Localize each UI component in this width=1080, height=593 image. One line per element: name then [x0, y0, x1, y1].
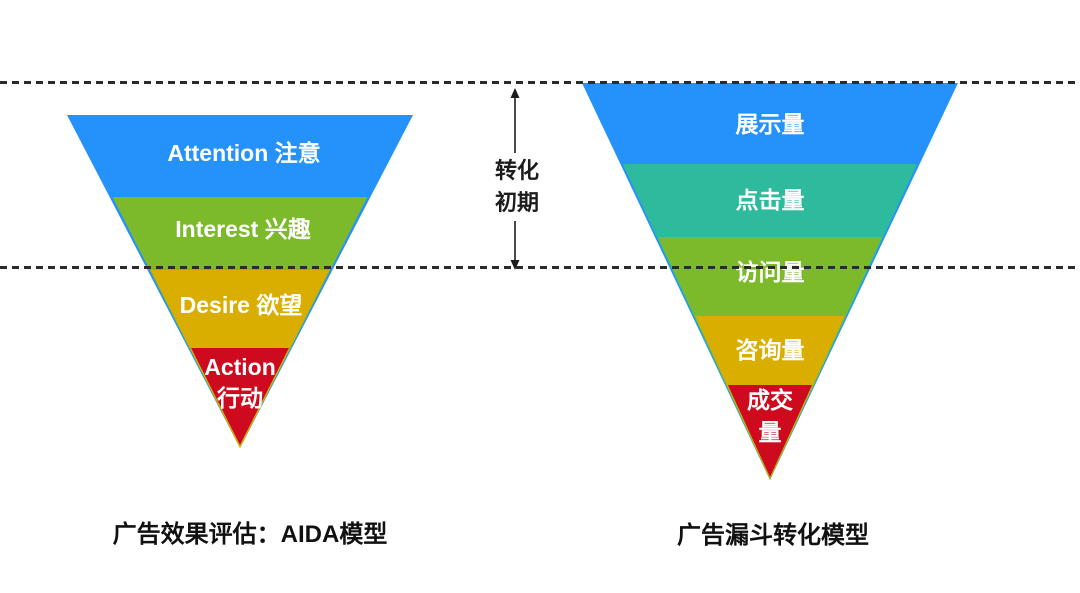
funnel-label-clicks: 点击量	[736, 187, 805, 213]
funnel-label-desire: Desire 欲望	[180, 292, 303, 318]
funnel-label-action: Action	[204, 354, 276, 380]
funnel-label-impressions: 展示量	[736, 111, 805, 137]
funnel-layer-deals	[727, 385, 813, 477]
funnel-label-deals-line2: 量	[759, 419, 782, 445]
funnel-label-attention: Attention 注意	[167, 140, 320, 166]
left-funnel-caption: 广告效果评估：AIDA模型	[112, 521, 388, 548]
funnel-layer-action	[191, 348, 289, 445]
conversion-funnel: 展示量 点击量 访问量 咨询量 成交 量	[582, 83, 958, 480]
funnel-label-interest: Interest 兴趣	[175, 216, 311, 242]
funnel-label-inquiries: 咨询量	[736, 337, 805, 363]
annotation-line2: 初期	[494, 190, 539, 215]
funnel-label-visits: 访问量	[736, 259, 805, 285]
conversion-stage-annotation: 转化 初期	[485, 153, 549, 221]
funnel-label-deals: 成交	[747, 387, 793, 413]
aida-funnel: Attention 注意 Interest 兴趣 Desire 欲望 Actio…	[67, 115, 413, 448]
dashed-line-middle	[0, 266, 1080, 269]
right-funnel-caption: 广告漏斗转化模型	[677, 522, 869, 549]
dashed-line-top	[0, 81, 1080, 84]
funnel-label-action-line2: 行动	[216, 385, 263, 411]
annotation-line1: 转化	[494, 158, 539, 183]
